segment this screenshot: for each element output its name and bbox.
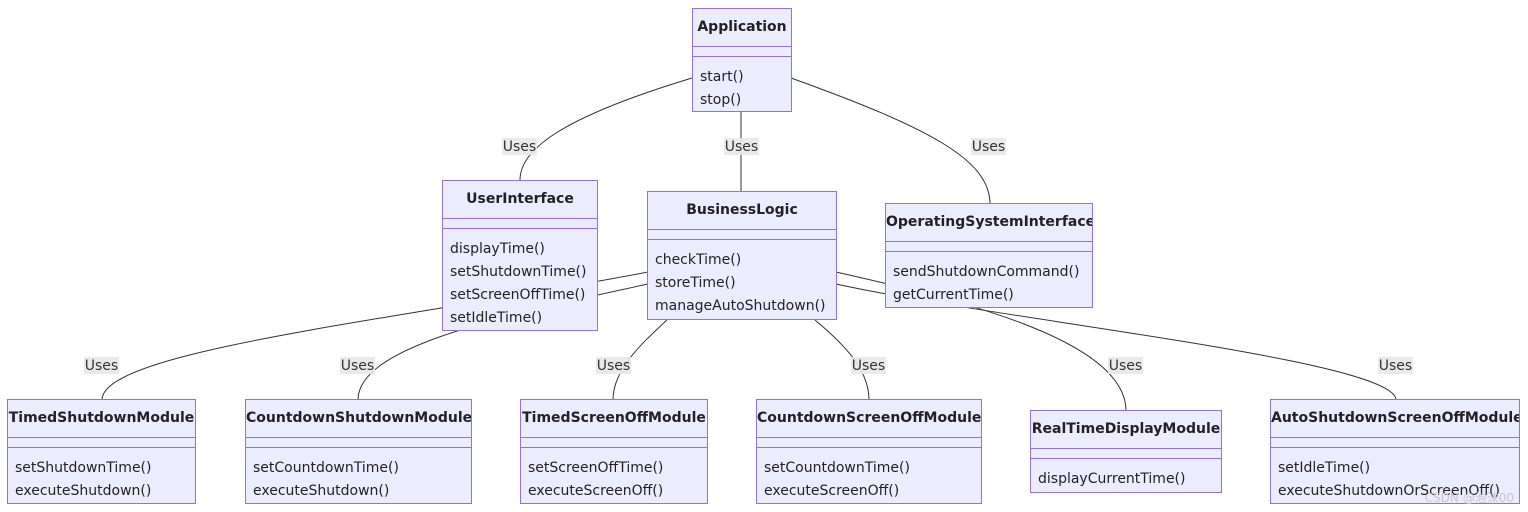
class-attributes: [1271, 437, 1519, 447]
edge-label: Uses: [1108, 357, 1143, 374]
class-box-realtimedisplaymodule: RealTimeDisplayModule displayCurrentTime…: [1030, 410, 1222, 493]
class-box-autoshutdownscreenoffmodule: AutoShutdownScreenOffModule setIdleTime(…: [1270, 399, 1520, 504]
class-methods: displayTime() setShutdownTime() setScree…: [443, 228, 597, 330]
class-attributes: [246, 437, 471, 447]
class-attributes: [886, 241, 1092, 251]
class-methods: setShutdownTime() executeShutdown(): [8, 447, 195, 503]
edge-label: Uses: [84, 357, 119, 374]
class-methods: sendShutdownCommand() getCurrentTime(): [886, 251, 1092, 307]
method: setScreenOffTime(): [450, 287, 586, 303]
method: setScreenOffTime(): [528, 460, 664, 476]
method: executeShutdown(): [15, 483, 152, 499]
class-name: OperatingSystemInterface: [886, 214, 1092, 230]
class-name: TimedScreenOffModule: [522, 410, 706, 426]
class-methods: setCountdownTime() executeShutdown(): [246, 447, 471, 503]
method: executeScreenOff(): [528, 483, 664, 499]
svg-text:Uses: Uses: [1379, 358, 1412, 374]
class-box-countdownshutdownmodule: CountdownShutdownModule setCountdownTime…: [245, 399, 472, 504]
method: setIdleTime(): [450, 310, 543, 326]
method: displayCurrentTime(): [1038, 471, 1186, 487]
watermark: CSDN @泡沫00: [1424, 491, 1514, 505]
class-box-application: Application start() stop(): [692, 8, 792, 112]
method: executeShutdownOrScreenOff(): [1278, 483, 1500, 499]
class-box-countdownscreenoffmodule: CountdownScreenOffModule setCountdownTim…: [756, 399, 982, 504]
edge-label: Uses: [596, 357, 631, 374]
method: executeScreenOff(): [764, 483, 900, 499]
class-name: BusinessLogic: [686, 202, 798, 218]
class-box-userinterface: UserInterface displayTime() setShutdownT…: [442, 180, 598, 331]
class-name: RealTimeDisplayModule: [1031, 421, 1221, 437]
method: setCountdownTime(): [253, 460, 399, 476]
class-attributes: [648, 229, 836, 239]
edge-application-userinterface: [519, 77, 693, 181]
edge-application-osinterface: [790, 77, 991, 205]
method: getCurrentTime(): [893, 287, 1014, 303]
edge-label: Uses: [971, 138, 1006, 155]
class-name: AutoShutdownScreenOffModule: [1271, 410, 1519, 426]
class-methods: setCountdownTime() executeScreenOff(): [757, 447, 981, 503]
class-methods: setScreenOffTime() executeScreenOff(): [521, 447, 707, 503]
svg-text:Uses: Uses: [597, 358, 630, 374]
class-attributes: [8, 437, 195, 447]
method: start(): [700, 69, 744, 85]
method: manageAutoShutdown(): [655, 298, 826, 314]
class-methods: checkTime() storeTime() manageAutoShutdo…: [648, 239, 836, 318]
method: checkTime(): [655, 252, 742, 268]
svg-text:Uses: Uses: [503, 139, 536, 155]
class-attributes: [443, 218, 597, 228]
method: setIdleTime(): [1278, 460, 1371, 476]
method: displayTime(): [450, 241, 545, 257]
class-attributes: [757, 437, 981, 447]
class-methods: start() stop(): [693, 56, 791, 112]
edge-label: Uses: [1378, 357, 1413, 374]
class-box-timedshutdownmodule: TimedShutdownModule setShutdownTime() ex…: [7, 399, 196, 504]
svg-text:Uses: Uses: [725, 139, 758, 155]
class-name: CountdownShutdownModule: [246, 410, 471, 426]
svg-text:Uses: Uses: [852, 358, 885, 374]
edge-label: Uses: [724, 138, 759, 155]
method: setCountdownTime(): [764, 460, 910, 476]
class-name: TimedShutdownModule: [8, 410, 195, 426]
class-attributes: [1031, 448, 1221, 458]
class-name: CountdownScreenOffModule: [757, 410, 981, 426]
class-box-timedscreenoffmodule: TimedScreenOffModule setScreenOffTime() …: [520, 399, 708, 504]
class-box-businesslogic: BusinessLogic checkTime() storeTime() ma…: [647, 191, 837, 320]
class-box-osinterface: OperatingSystemInterface sendShutdownCom…: [885, 203, 1093, 308]
svg-text:Uses: Uses: [972, 139, 1005, 155]
method: stop(): [700, 92, 742, 108]
method: executeShutdown(): [253, 483, 390, 499]
method: setShutdownTime(): [15, 460, 152, 476]
class-name: UserInterface: [466, 191, 574, 207]
class-name: Application: [697, 19, 787, 35]
class-attributes: [521, 437, 707, 447]
method: setShutdownTime(): [450, 264, 587, 280]
method: storeTime(): [655, 275, 736, 291]
edge-label: Uses: [340, 357, 375, 374]
svg-text:Uses: Uses: [1109, 358, 1142, 374]
class-methods: displayCurrentTime(): [1031, 458, 1221, 491]
class-methods: setIdleTime() executeShutdownOrScreenOff…: [1271, 447, 1519, 503]
edge-label: Uses: [502, 138, 537, 155]
class-attributes: [693, 46, 791, 56]
svg-text:Uses: Uses: [341, 358, 374, 374]
svg-text:Uses: Uses: [85, 358, 118, 374]
method: sendShutdownCommand(): [893, 264, 1080, 280]
edge-label: Uses: [851, 357, 886, 374]
